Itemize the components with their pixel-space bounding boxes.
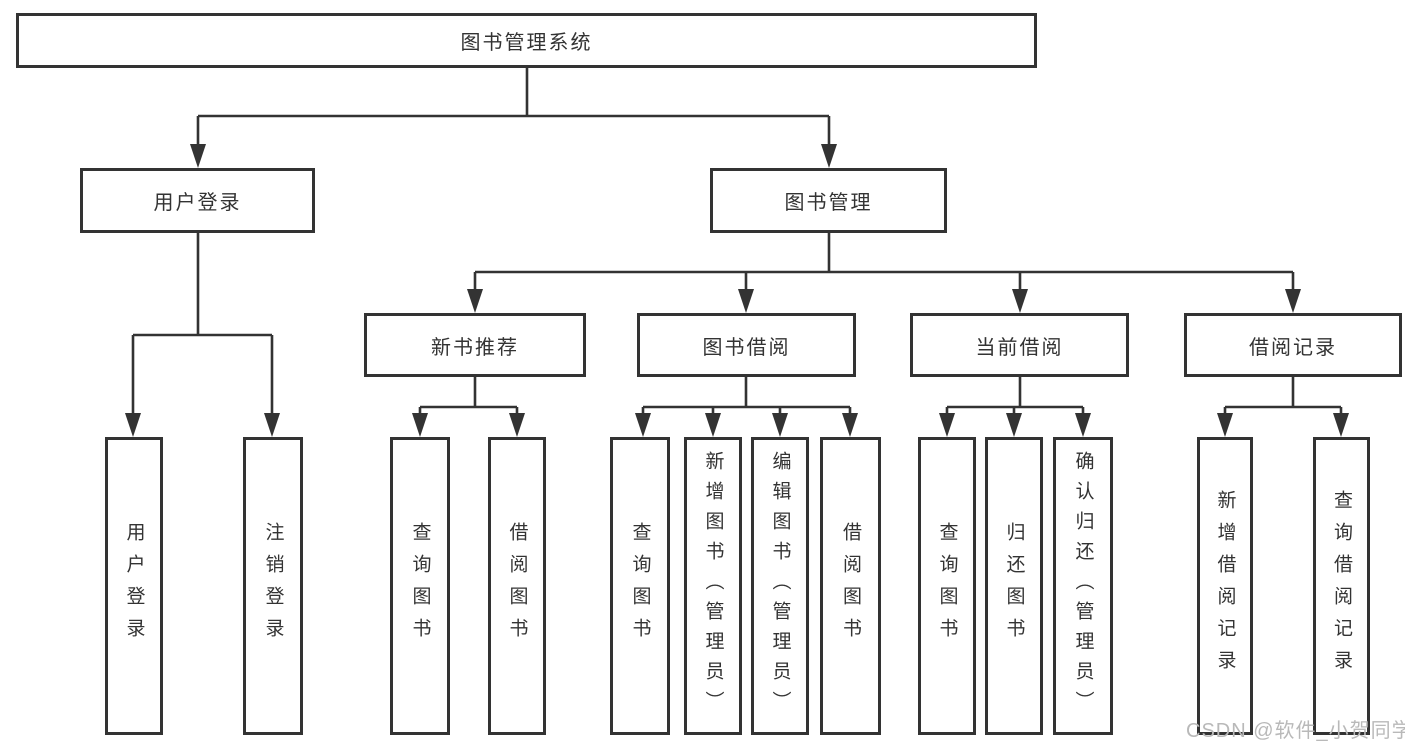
leaf-logout: 注销登录 bbox=[243, 437, 303, 735]
leaf-user-login: 用户登录 bbox=[105, 437, 163, 735]
node-library-management-system: 图书管理系统 bbox=[16, 13, 1037, 68]
leaf-return-book-label: 归还图书 bbox=[1003, 522, 1025, 650]
watermark: CSDN @软件_小贺同学 bbox=[1186, 720, 1405, 742]
leaf-query-borrow-record: 查询借阅记录 bbox=[1313, 437, 1370, 735]
leaf-query-books-2-label: 查询图书 bbox=[629, 522, 651, 650]
connector-current-borrow-branch bbox=[945, 377, 1085, 415]
leaf-query-borrow-record-label: 查询借阅记录 bbox=[1331, 490, 1352, 682]
node-book-borrow: 图书借阅 bbox=[637, 313, 856, 377]
leaf-query-books-1: 查询图书 bbox=[390, 437, 450, 735]
node-user-login: 用户登录 bbox=[80, 168, 315, 233]
leaf-confirm-return-admin-label: 确认归还（管理员） bbox=[1072, 451, 1094, 721]
leaf-borrow-books-1: 借阅图书 bbox=[488, 437, 546, 735]
leaf-borrow-books-2: 借阅图书 bbox=[820, 437, 881, 735]
leaf-user-login-label: 用户登录 bbox=[123, 522, 145, 650]
leaf-query-books-3: 查询图书 bbox=[918, 437, 976, 735]
node-current-borrow: 当前借阅 bbox=[910, 313, 1129, 377]
leaf-edit-book-admin: 编辑图书（管理员） bbox=[751, 437, 809, 735]
leaf-borrow-books-1-label: 借阅图书 bbox=[506, 522, 528, 650]
leaf-add-borrow-record: 新增借阅记录 bbox=[1197, 437, 1253, 735]
leaf-query-books-1-label: 查询图书 bbox=[409, 522, 431, 650]
connector-book-borrow-branch bbox=[641, 377, 852, 415]
leaf-return-book: 归还图书 bbox=[985, 437, 1043, 735]
leaf-add-book-admin-label: 新增图书（管理员） bbox=[702, 451, 724, 721]
connector-borrow-records-branch bbox=[1223, 377, 1343, 415]
connector-new-book-branch bbox=[418, 377, 519, 415]
leaf-query-books-2: 查询图书 bbox=[610, 437, 670, 735]
connector-root-branch bbox=[196, 68, 831, 146]
leaf-borrow-books-2-label: 借阅图书 bbox=[840, 522, 861, 650]
leaf-query-books-3-label: 查询图书 bbox=[936, 522, 958, 650]
node-new-book-recommend: 新书推荐 bbox=[364, 313, 586, 377]
leaf-add-book-admin: 新增图书（管理员） bbox=[684, 437, 742, 735]
connector-book-mgmt-branch bbox=[473, 233, 1295, 291]
leaf-confirm-return-admin: 确认归还（管理员） bbox=[1053, 437, 1113, 735]
leaf-logout-label: 注销登录 bbox=[262, 522, 284, 650]
node-borrow-records: 借阅记录 bbox=[1184, 313, 1402, 377]
node-book-management: 图书管理 bbox=[710, 168, 947, 233]
leaf-add-borrow-record-label: 新增借阅记录 bbox=[1214, 490, 1236, 682]
leaf-edit-book-admin-label: 编辑图书（管理员） bbox=[769, 451, 791, 721]
connector-user-login-branch bbox=[131, 233, 274, 415]
